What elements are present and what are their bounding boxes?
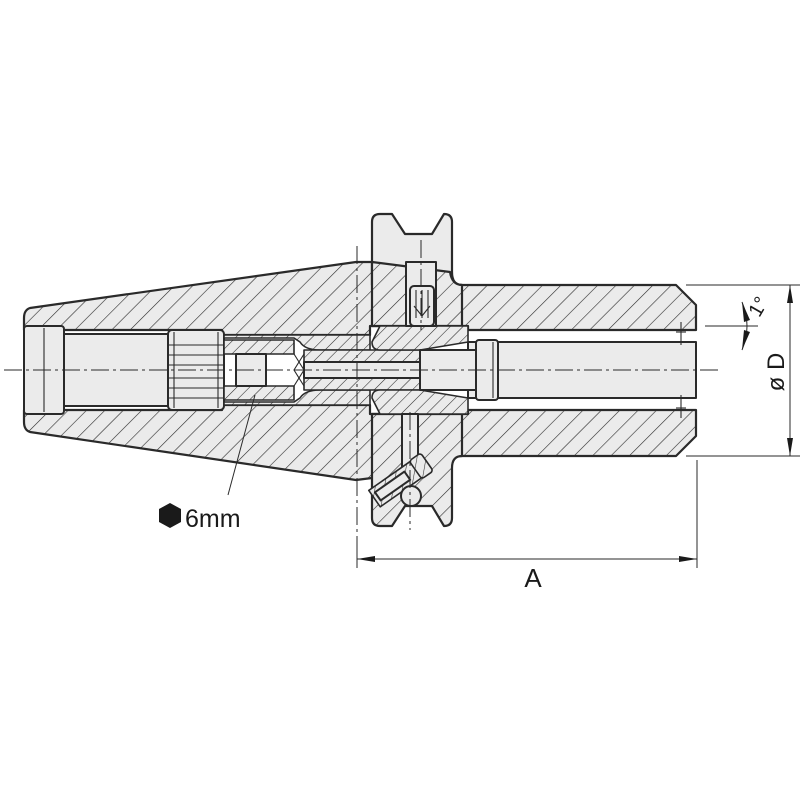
hex-key-label: 6mm (159, 503, 241, 533)
dimension-diameter (686, 284, 800, 457)
hex-key-size-text: 6mm (185, 505, 241, 533)
hex-key-leader (227, 394, 256, 496)
hexagon-filled-icon (159, 503, 181, 528)
taper-angle-label: 1° (744, 293, 773, 321)
dimension-a-label: A (524, 563, 542, 593)
taper-angle-dimension (705, 301, 758, 351)
dimension-diameter-label: ø D (763, 353, 790, 392)
adjusting-screw (223, 325, 477, 415)
end-markers (676, 322, 686, 418)
dimension-a (356, 460, 698, 568)
thread-lines (168, 332, 224, 408)
center-lines (4, 240, 720, 540)
